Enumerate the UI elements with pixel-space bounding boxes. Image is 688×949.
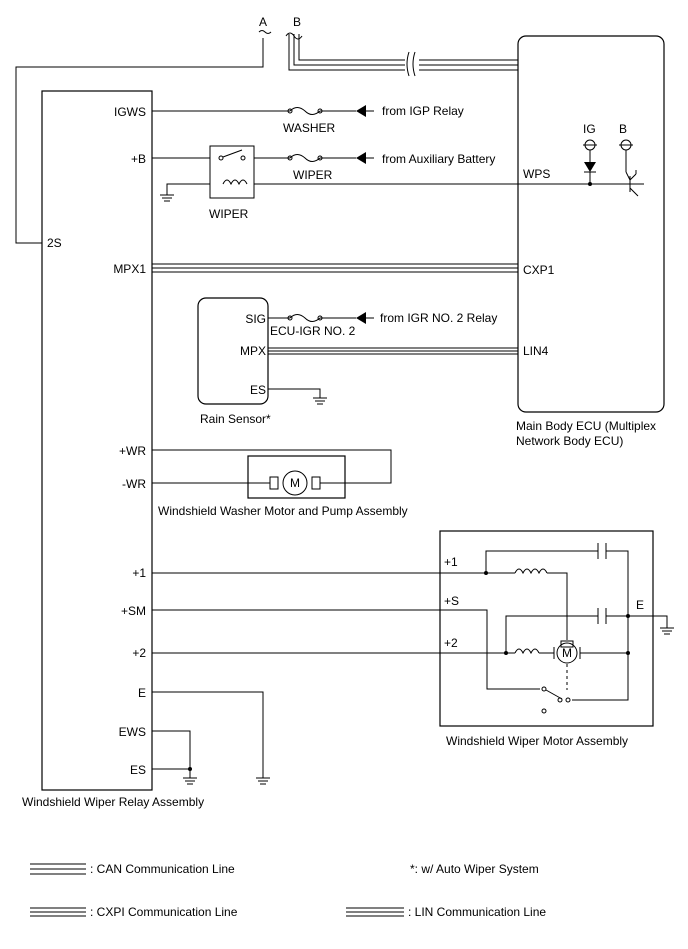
wire-plus-wr	[152, 449, 392, 484]
cam-switch-icon	[545, 689, 563, 700]
pin-igws: IGWS	[114, 105, 146, 119]
washer-motor-icon	[282, 470, 308, 496]
source-aux-battery: from Auxiliary Battery	[382, 152, 495, 166]
ground-icon	[313, 397, 327, 405]
washer-motor-box	[247, 455, 346, 499]
rs-pin-mpx: MPX	[240, 344, 266, 358]
pin-plus-1: +1	[132, 566, 146, 580]
ecu-pin-wps: WPS	[523, 167, 550, 181]
pin-ews: EWS	[119, 725, 146, 739]
fuse-ecu-igr-icon	[289, 314, 321, 322]
ground-icon	[183, 777, 197, 785]
washer-motor-m: M	[290, 476, 300, 490]
arrow-igp-icon	[356, 105, 366, 117]
pin-plus-sm: +SM	[121, 604, 146, 618]
diode-icon	[584, 162, 596, 172]
cxpi-bus	[152, 263, 518, 273]
main-ecu-title-2: Network Body ECU)	[516, 434, 623, 448]
pin-e: E	[138, 686, 146, 700]
connector-a-break	[258, 30, 272, 34]
can-bus-b	[285, 32, 518, 71]
wire-plus-sm	[152, 609, 540, 690]
ecu-b-label: B	[619, 122, 627, 136]
coil-2-icon	[514, 648, 540, 655]
relay-switch-icon	[222, 149, 243, 158]
ecu-pin-cxp1: CXP1	[523, 263, 555, 277]
pin-es: ES	[130, 763, 146, 777]
arrow-igr-icon	[356, 312, 366, 324]
wiper-relay-label: WIPER	[209, 207, 249, 221]
washer-motor-title: Windshield Washer Motor and Pump Assembl…	[158, 504, 408, 518]
legend-can: : CAN Communication Line	[90, 862, 235, 876]
ground-icon	[660, 627, 674, 635]
connector-a-label: A	[259, 15, 267, 29]
lin-bus	[268, 347, 518, 355]
legend-can-line	[30, 863, 86, 875]
wm-pin-e: E	[636, 598, 644, 612]
arrow-battery-icon	[356, 152, 366, 164]
pin-mpx1: MPX1	[113, 262, 146, 276]
pin-plus-b: +B	[131, 152, 146, 166]
wire-wm-ground	[628, 615, 668, 628]
ecu-ig-label: IG	[583, 122, 596, 136]
legend-cxpi-line	[30, 907, 86, 917]
rs-pin-sig: SIG	[245, 312, 266, 326]
legend-lin-line	[346, 907, 404, 917]
wm-pin-plus-s: +S	[444, 594, 459, 608]
wire-rs-es	[268, 388, 321, 398]
rs-pin-es: ES	[250, 383, 266, 397]
wiper-motor-box	[439, 530, 654, 727]
ground-icon	[256, 777, 270, 785]
wiper-motor-m: M	[562, 646, 572, 660]
pin-minus-wr: -WR	[122, 477, 146, 491]
can-bus-break	[406, 51, 416, 77]
main-ecu-title-1: Main Body ECU (Multiplex	[516, 419, 656, 433]
source-igr2: from IGR NO. 2 Relay	[380, 311, 497, 325]
coil-1-icon	[514, 568, 548, 575]
wire-ews-es	[152, 730, 191, 778]
pin-plus-wr: +WR	[119, 444, 146, 458]
wiper-motor-title: Windshield Wiper Motor Assembly	[446, 734, 628, 748]
wiper-motor-icon	[556, 642, 578, 664]
legend-cxpi: : CXPI Communication Line	[90, 905, 238, 919]
wire-2s	[15, 38, 264, 244]
fuse-washer-label: WASHER	[283, 121, 336, 135]
capacitor-icon	[597, 608, 607, 624]
connector-b-label: B	[293, 15, 301, 29]
relay-assembly-box	[41, 90, 153, 791]
ground-icon	[160, 194, 174, 202]
relay-assembly-title: Windshield Wiper Relay Assembly	[22, 795, 204, 809]
wire-e	[152, 691, 264, 778]
fuse-ecu-igr-label: ECU-IGR NO. 2	[270, 324, 356, 338]
fuse-wiper-icon	[289, 154, 321, 162]
source-igp: from IGP Relay	[382, 104, 464, 118]
capacitor-icon	[597, 543, 607, 559]
wiper-relay-box	[209, 145, 255, 199]
fuse-washer-icon	[289, 107, 321, 115]
legend-lin: : LIN Communication Line	[408, 905, 546, 919]
pin-plus-2: +2	[132, 646, 146, 660]
rain-sensor-title: Rain Sensor*	[200, 412, 271, 426]
ecu-pin-lin4: LIN4	[523, 344, 549, 358]
main-ecu-box	[517, 35, 665, 413]
wm-pin-plus-1: +1	[444, 555, 458, 569]
relay-coil-icon	[222, 179, 248, 186]
transistor-icon	[620, 170, 644, 197]
wm-pin-plus-2: +2	[444, 636, 458, 650]
fuse-wiper-label: WIPER	[293, 168, 333, 182]
legend-note: *: w/ Auto Wiper System	[410, 862, 539, 876]
wire-relay-ground	[166, 183, 210, 195]
pin-2s: 2S	[47, 236, 62, 250]
